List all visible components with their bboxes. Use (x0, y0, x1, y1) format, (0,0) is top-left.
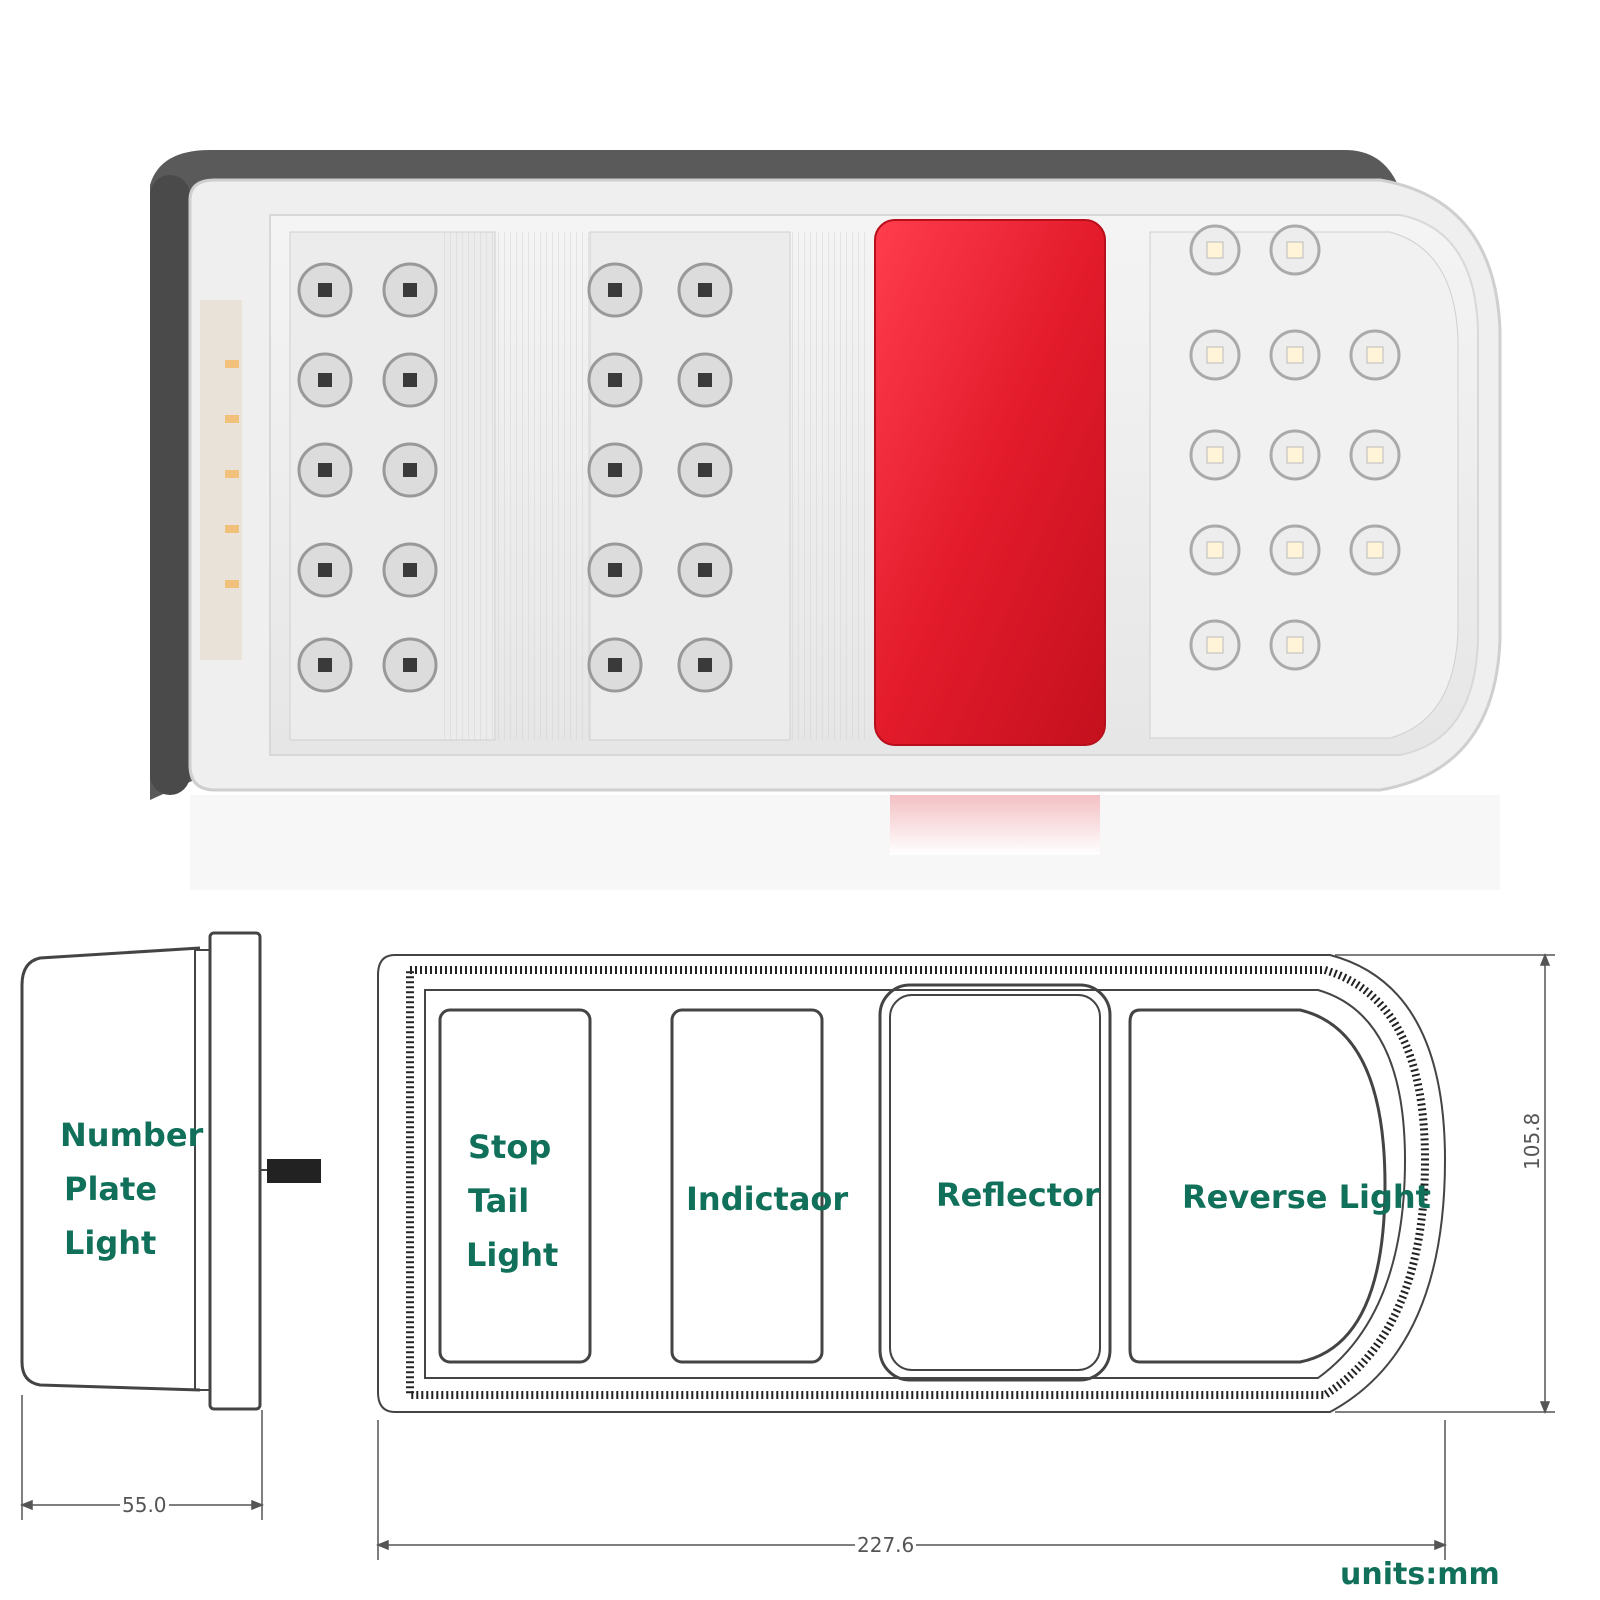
number-plate-leds (225, 360, 239, 588)
height-dimension: 105.8 (1520, 1110, 1544, 1172)
units-label: units:mm (1340, 1557, 1500, 1592)
reverse-leds (1189, 224, 1401, 671)
width-dimension: 227.6 (855, 1533, 917, 1557)
front-view (377, 954, 1447, 1413)
technical-drawing (19, 931, 1555, 1560)
number-plate-label-line2: Plate (64, 1170, 158, 1208)
reflector-label: Reflector (936, 1176, 1100, 1214)
lamp-photo (150, 150, 1502, 890)
reverse-label: Reverse Light (1182, 1178, 1431, 1216)
indicator-label: Indictaor (686, 1180, 849, 1218)
dimension-lines (19, 952, 1555, 1560)
indicator-ribs (495, 232, 590, 740)
indicator-ribs-right (790, 232, 865, 740)
number-plate-strip (200, 300, 242, 660)
depth-dimension: 55.0 (120, 1493, 169, 1517)
reflector-red (874, 219, 1106, 746)
knurled-border (406, 966, 1430, 1399)
stop-tail-label-line1: Stop (468, 1128, 552, 1166)
number-plate-label-line3: Light (64, 1224, 157, 1262)
side-view (20, 931, 321, 1411)
reflector-reflection (890, 795, 1100, 855)
stop-tail-leds (297, 262, 438, 693)
indicator-window (670, 1008, 824, 1364)
lamp-base-shadow (150, 175, 190, 795)
inner-outline (424, 989, 1407, 1379)
stop-tail-label-line2: Tail (468, 1182, 530, 1220)
reverse-window (1128, 1008, 1387, 1364)
reflector-window-inner (889, 994, 1101, 1371)
stop-tail-ribs (440, 232, 495, 740)
indicator-leds (587, 262, 733, 693)
lamp-reflection (190, 795, 1500, 890)
number-plate-label-line1: Number (60, 1116, 204, 1154)
stop-tail-label-line3: Light (466, 1236, 559, 1274)
outer-outline (377, 954, 1447, 1413)
stop-tail-window (438, 1008, 592, 1364)
reflector-window-outer (878, 983, 1112, 1382)
